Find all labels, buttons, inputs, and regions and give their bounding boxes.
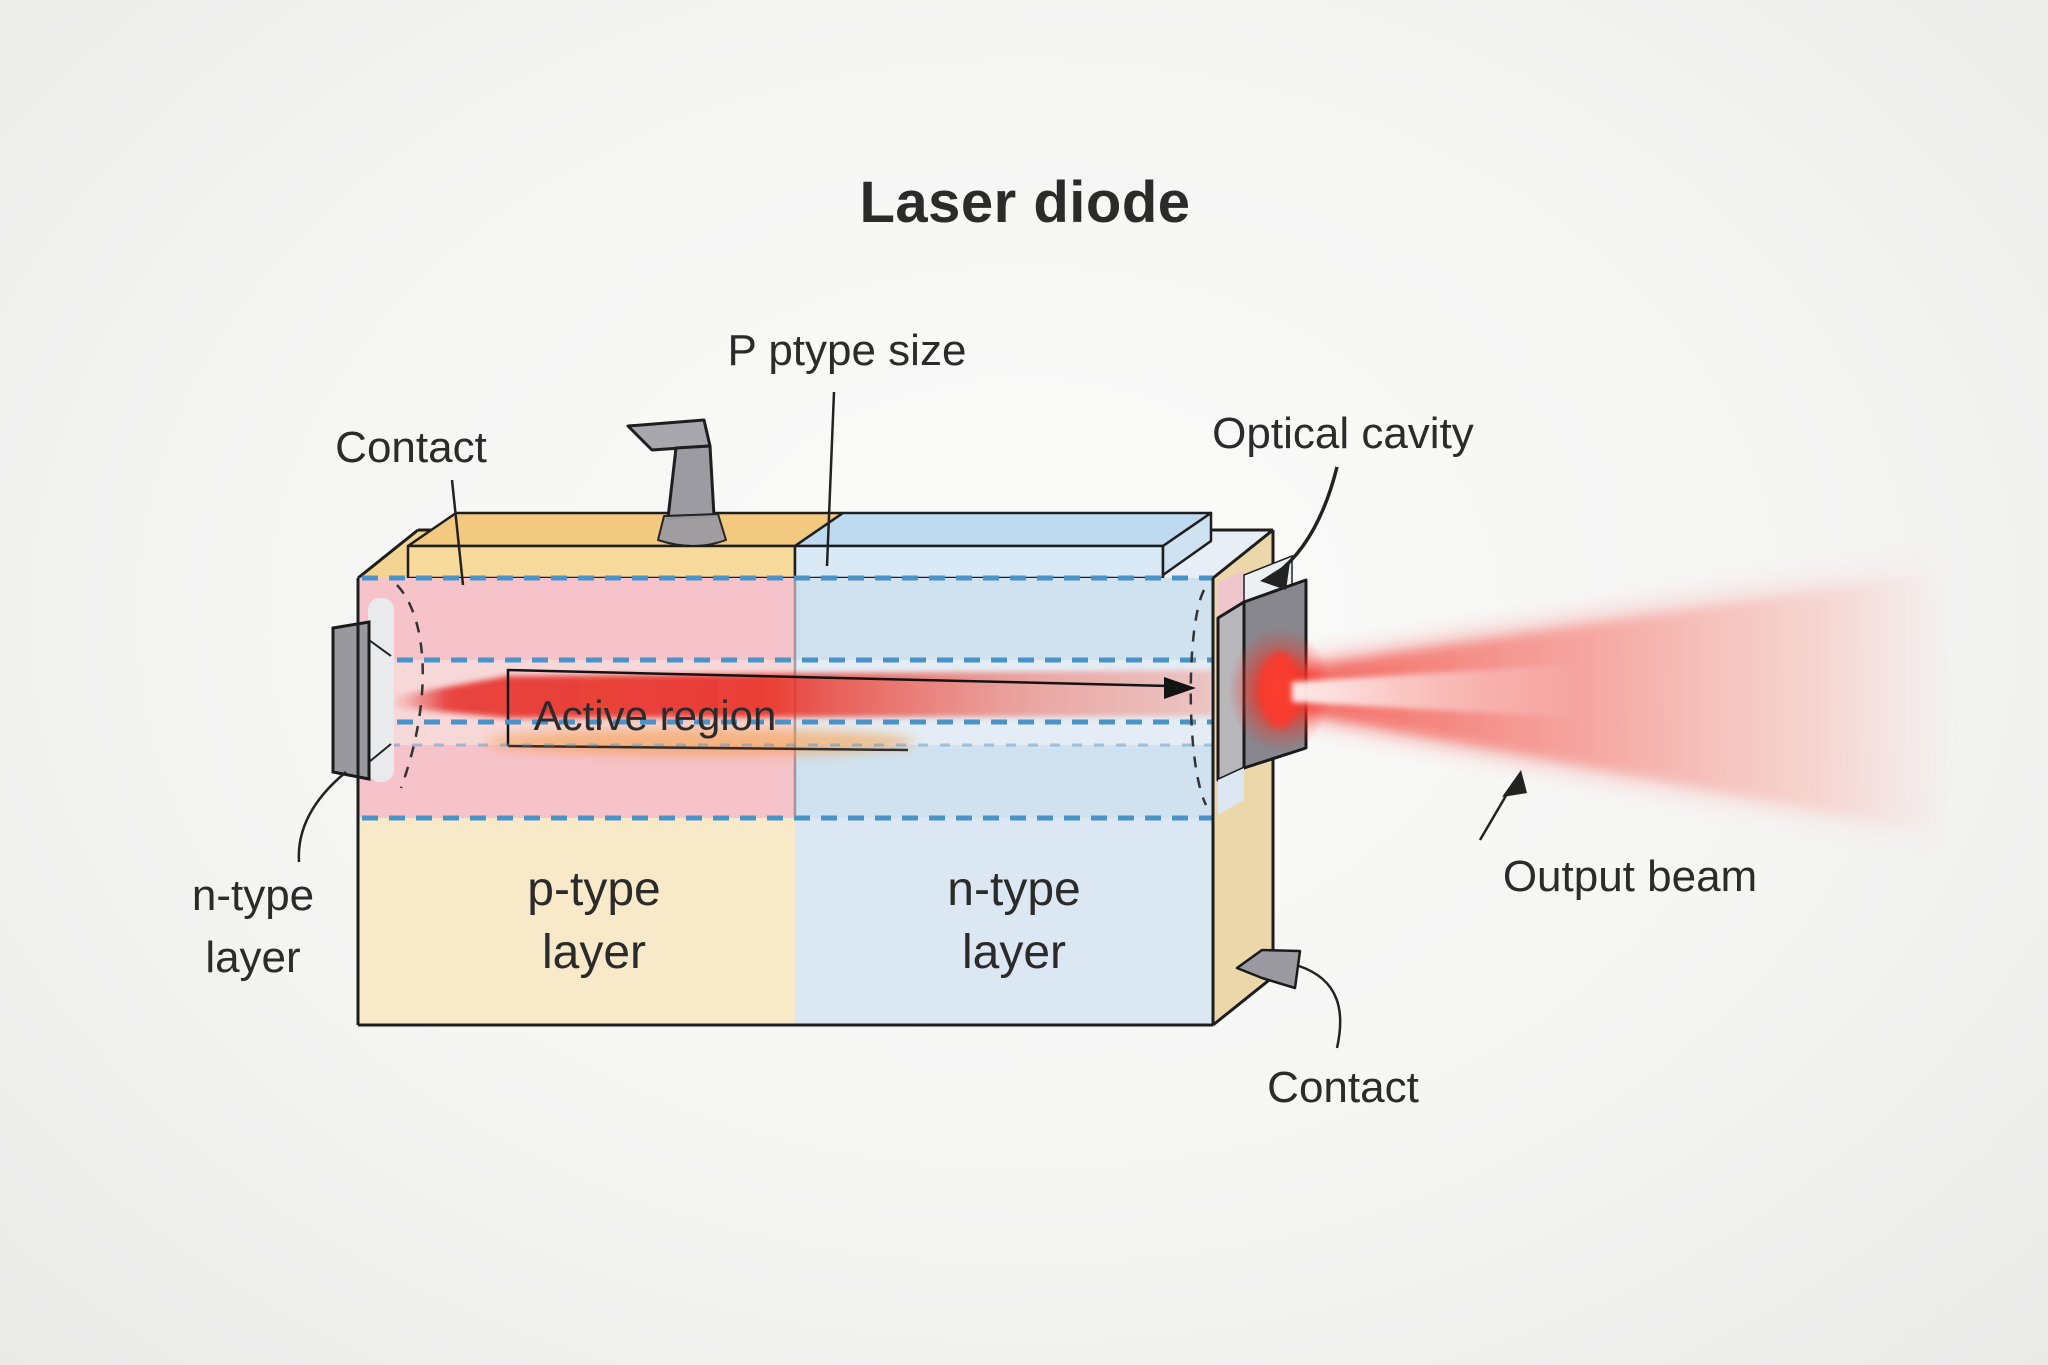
ptype-size-pointer	[825, 391, 836, 567]
n-type-left-pointer	[297, 771, 347, 863]
label-p-type-bottom: p-type layer	[527, 863, 660, 979]
contact-bottom-pointer	[1298, 964, 1342, 1049]
svg-text:layer: layer	[542, 926, 646, 979]
svg-text:n-type: n-type	[192, 871, 314, 920]
label-contact-bottom: Contact	[1267, 1063, 1419, 1112]
label-n-type-bottom: n-type layer	[947, 863, 1080, 979]
contact-top-pointer	[450, 479, 465, 586]
label-ptype-size: P ptype size	[728, 326, 967, 375]
bottom-contact-lead	[1235, 948, 1302, 990]
rear-facet	[368, 584, 424, 789]
output-beam-arrowhead	[1502, 770, 1527, 797]
cavity-cylinder-dashed-left	[396, 584, 424, 789]
facet-bottom-wedge	[1218, 768, 1244, 815]
svg-text:layer: layer	[962, 926, 1066, 979]
cavity-axis-arrowhead	[1164, 677, 1196, 699]
label-optical-cavity: Optical cavity	[1212, 409, 1474, 458]
p-type-top-slab	[406, 511, 845, 580]
output-beam	[1228, 548, 1958, 852]
svg-text:p-type: p-type	[527, 863, 660, 916]
label-active-region: Active region	[534, 692, 777, 739]
svg-text:layer: layer	[205, 933, 300, 982]
label-n-type-left: n-type layer	[192, 871, 314, 982]
label-contact-top: Contact	[335, 423, 487, 472]
optical-cavity-arrowhead	[1260, 562, 1290, 590]
n-type-top-slab	[793, 511, 1213, 580]
diagram-title: Laser diode	[859, 170, 1190, 235]
svg-text:n-type: n-type	[947, 863, 1080, 916]
pointer-lines	[297, 391, 1516, 1049]
cavity-cylinder-dashed-right	[1189, 589, 1208, 806]
rear-contact-plate	[331, 620, 371, 781]
dashed-layer-lines	[362, 575, 1213, 821]
top-contact-pin	[626, 418, 727, 547]
label-output-beam: Output beam	[1503, 852, 1757, 901]
box-front-face	[358, 578, 1213, 1025]
